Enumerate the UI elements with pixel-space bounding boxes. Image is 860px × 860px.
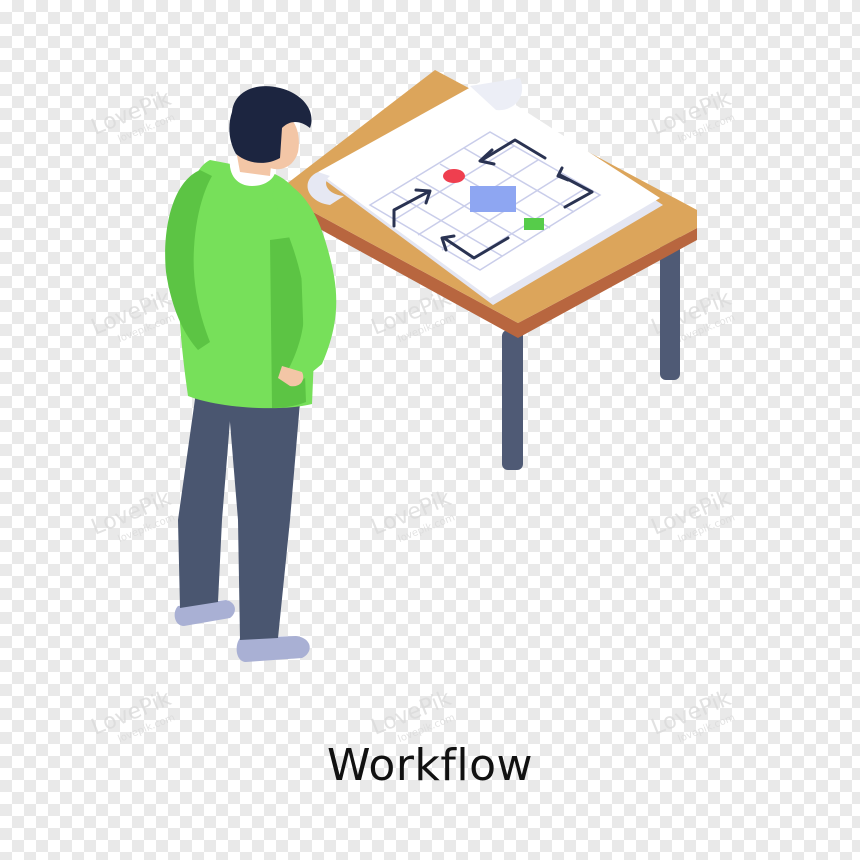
table-leg-front [502, 330, 523, 470]
workflow-sheet [307, 78, 663, 305]
flow-circle-node [443, 169, 465, 183]
arrow-icon [556, 166, 594, 209]
flow-arrows [392, 138, 594, 260]
flow-center-box [470, 186, 516, 212]
table-legs [502, 232, 680, 470]
person-shoe-back [174, 600, 235, 626]
person-leg-back [178, 392, 232, 608]
table-leg-back [660, 232, 680, 380]
flow-square-node [524, 218, 544, 230]
person-shoe-front [236, 636, 310, 662]
caption-title: Workflow [326, 740, 534, 791]
arrow-icon [440, 234, 510, 260]
sheet-roll [470, 78, 523, 111]
person-hand [278, 366, 304, 387]
arrow-icon [392, 188, 432, 228]
person-leg-front [228, 398, 300, 640]
table-top-edge [276, 192, 697, 338]
sheet-curl [307, 172, 344, 205]
person [165, 86, 337, 662]
person-arm-front [272, 180, 337, 382]
person-arm-back [165, 170, 212, 350]
arrow-icon [478, 138, 547, 166]
person-hair [229, 86, 312, 163]
